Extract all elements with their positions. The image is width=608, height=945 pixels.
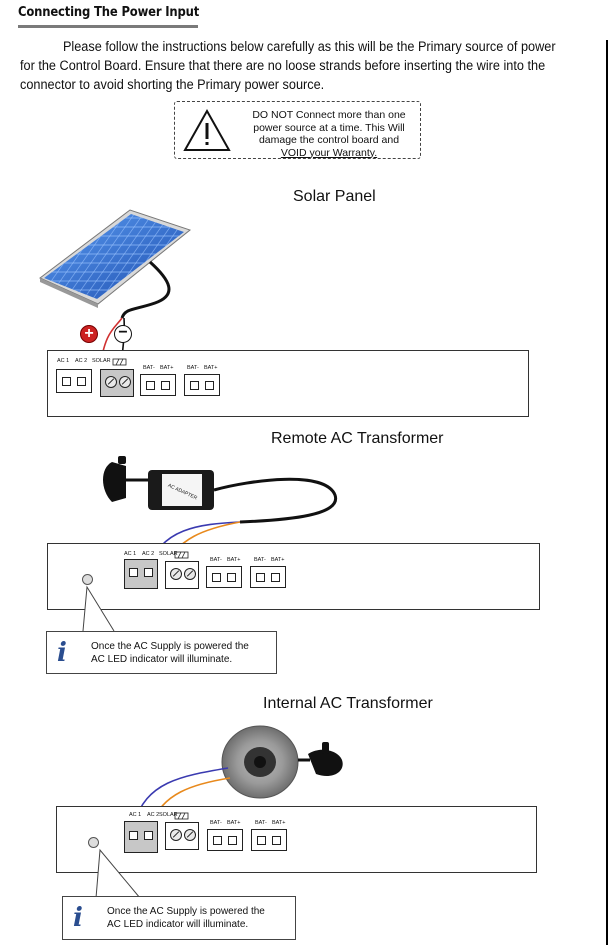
label-ac1: AC 1: [124, 551, 137, 557]
terminal-slot: [129, 831, 138, 840]
label-bat-minus: BAT-: [255, 820, 267, 826]
page-edge-bar: [606, 40, 608, 945]
warning-line: DO NOT Connect more than one: [252, 109, 406, 121]
internal-ac-transformer-illustration: [133, 725, 343, 825]
ac-led-indicator: [82, 574, 93, 585]
ac-led-callout: i Once the AC Supply is powered the AC L…: [62, 896, 296, 940]
ac-led-callout: i Once the AC Supply is powered the AC L…: [46, 631, 277, 674]
warning-text: DO NOT Connect more than one power sourc…: [239, 109, 419, 159]
callout-text: Once the AC Supply is powered the AC LED…: [107, 905, 265, 931]
terminal-slot: [129, 568, 138, 577]
screw-terminal: [170, 829, 182, 841]
ac-terminal: [124, 559, 158, 589]
callout-line: Once the AC Supply is powered the: [91, 641, 249, 652]
label-bat-minus: BAT-: [187, 365, 199, 371]
label-bat-plus: BAT+: [160, 365, 174, 371]
label-bat-plus: BAT+: [204, 365, 218, 371]
screw-terminal: [184, 568, 196, 580]
label-bat-minus: BAT-: [143, 365, 155, 371]
label-bat-plus: BAT+: [271, 557, 285, 563]
label-solar: SOLAR: [159, 551, 178, 557]
battery-terminal-2: [184, 374, 220, 396]
callout-pointer: [95, 848, 141, 899]
terminal-slot: [205, 381, 214, 390]
solar-symbol-icon: [174, 551, 189, 559]
screw-terminal: [105, 376, 117, 388]
terminal-slot: [256, 573, 265, 582]
warning-triangle-icon: [183, 108, 231, 151]
ac-terminal: [56, 369, 92, 393]
control-board-solar: AC 1 AC 2 SOLAR BAT- BAT+ BAT- BAT+: [47, 350, 529, 417]
warning-box: DO NOT Connect more than one power sourc…: [174, 101, 421, 159]
heading-underline: [18, 25, 198, 28]
label-bat-minus: BAT-: [210, 820, 222, 826]
battery-terminal-2: [251, 829, 287, 851]
solar-panel-title: Solar Panel: [293, 188, 376, 205]
info-icon: i: [73, 903, 83, 933]
warning-line: VOID your Warranty.: [280, 146, 378, 159]
solar-terminal: [165, 561, 199, 589]
battery-terminal-1: [140, 374, 176, 396]
screw-terminal: [119, 376, 131, 388]
solar-symbol-icon: [174, 812, 189, 820]
terminal-slot: [161, 381, 170, 390]
terminal-slot: [212, 573, 221, 582]
battery-terminal-1: [206, 566, 242, 588]
solar-symbol-icon: [112, 358, 127, 366]
terminal-slot: [146, 381, 155, 390]
battery-terminal-2: [250, 566, 286, 588]
label-bat-plus: BAT+: [227, 820, 241, 826]
terminal-slot: [144, 831, 153, 840]
warning-line: power source at a time. This Will: [253, 121, 405, 134]
callout-line: Once the AC Supply is powered the: [107, 906, 265, 917]
screw-terminal: [184, 829, 196, 841]
label-bat-plus: BAT+: [227, 557, 241, 563]
label-ac2: AC 2: [142, 551, 155, 557]
terminal-slot: [144, 568, 153, 577]
label-ac2: AC 2: [75, 358, 88, 364]
intro-paragraph: Please follow the instructions below car…: [20, 38, 557, 95]
terminal-slot: [228, 836, 237, 845]
remote-ac-title: Remote AC Transformer: [271, 430, 444, 447]
label-bat-plus: BAT+: [272, 820, 286, 826]
solar-terminal: [100, 369, 134, 397]
terminal-slot: [213, 836, 222, 845]
ac-led-indicator: [88, 837, 99, 848]
terminal-slot: [190, 381, 199, 390]
callout-line: AC LED indicator will illuminate.: [91, 654, 233, 665]
page-heading: Connecting The Power Input: [18, 4, 200, 20]
negative-icon: −: [114, 325, 132, 343]
positive-icon: +: [80, 325, 98, 343]
terminal-slot: [271, 573, 280, 582]
internal-ac-title: Internal AC Transformer: [263, 695, 433, 712]
screw-terminal: [170, 568, 182, 580]
terminal-slot: [257, 836, 266, 845]
info-icon: i: [57, 638, 67, 668]
control-board-remote-ac: AC 1 AC 2 SOLAR BAT- BAT+ BAT- BAT+: [47, 543, 540, 610]
label-ac1: AC 1: [57, 358, 70, 364]
terminal-slot: [77, 377, 86, 386]
label-solar: SOLAR: [159, 812, 178, 818]
label-solar: SOLAR: [92, 358, 111, 364]
label-ac1: AC 1: [129, 812, 142, 818]
callout-pointer: [82, 585, 115, 632]
control-board-internal-ac: AC 1 AC 2 SOLAR BAT- BAT+ BAT- BAT+: [56, 806, 537, 873]
label-ac2: AC 2: [147, 812, 160, 818]
intro-text: Please follow the instructions below car…: [20, 39, 556, 93]
terminal-slot: [272, 836, 281, 845]
terminal-slot: [227, 573, 236, 582]
callout-text: Once the AC Supply is powered the AC LED…: [91, 640, 249, 666]
solar-terminal: [165, 822, 199, 850]
terminal-slot: [62, 377, 71, 386]
ac-terminal: [124, 821, 158, 853]
battery-terminal-1: [207, 829, 243, 851]
label-bat-minus: BAT-: [210, 557, 222, 563]
callout-line: AC LED indicator will illuminate.: [107, 919, 249, 930]
label-bat-minus: BAT-: [254, 557, 266, 563]
warning-line: damage the control board and: [258, 134, 400, 146]
solar-panel-illustration: [39, 209, 192, 383]
